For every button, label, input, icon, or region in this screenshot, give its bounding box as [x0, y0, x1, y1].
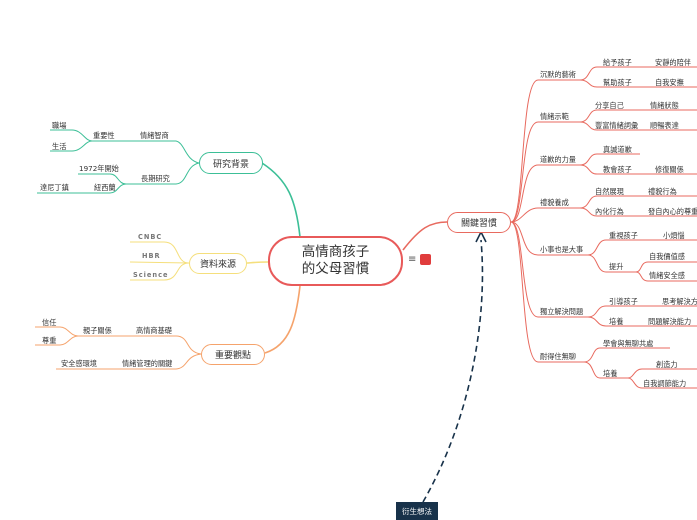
research-longterm[interactable]: 長期研究: [141, 174, 170, 183]
keypoints-leaf-respect[interactable]: 尊重: [42, 336, 57, 345]
research-leaf-nz[interactable]: 紐西蘭: [94, 183, 116, 192]
habit-group-label[interactable]: 道歉的力量: [540, 155, 576, 164]
habit-item[interactable]: 問題解決能力: [648, 317, 692, 326]
habit-item[interactable]: 提升: [609, 262, 624, 271]
habit-group-label[interactable]: 耐得住無聊: [540, 352, 576, 361]
central-topic-line1: 高情商孩子: [301, 244, 370, 260]
source-cnbc[interactable]: CNBC: [138, 233, 163, 241]
habit-item[interactable]: 給予孩子: [603, 58, 632, 67]
habit-item[interactable]: 真誠道歉: [603, 145, 632, 154]
branch-research[interactable]: 研究背景: [199, 152, 263, 174]
habit-item[interactable]: 教會孩子: [603, 165, 632, 174]
habit-group-label[interactable]: 禮貌養成: [540, 198, 569, 207]
habit-item[interactable]: 安靜的陪伴: [655, 58, 691, 67]
habit-item[interactable]: 情緒狀態: [650, 101, 679, 110]
habit-item[interactable]: 重視孩子: [609, 231, 638, 240]
habit-item[interactable]: 自我調節能力: [643, 379, 687, 388]
habit-item[interactable]: 小煩惱: [663, 231, 685, 240]
branch-keypoints[interactable]: 重要觀點: [201, 344, 265, 365]
keypoints-leaf-trust[interactable]: 信任: [42, 318, 57, 327]
floating-topic[interactable]: 衍生想法: [396, 502, 438, 520]
keypoints-foundation[interactable]: 高情商基礎: [136, 326, 172, 335]
habit-item[interactable]: 順暢表達: [650, 121, 679, 130]
keypoints-emotion-key[interactable]: 情緒管理的關鍵: [122, 359, 173, 368]
habit-group-label[interactable]: 情緒示範: [540, 112, 569, 121]
central-topic[interactable]: 高情商孩子 的父母習慣: [268, 236, 403, 286]
keypoints-safe-env[interactable]: 安全感環境: [61, 359, 97, 368]
habit-item[interactable]: 自然展現: [595, 187, 624, 196]
menu-icon[interactable]: ≡: [408, 254, 417, 265]
habit-group-label[interactable]: 小事也是大事: [540, 245, 584, 254]
keypoints-parent-child[interactable]: 親子關係: [83, 326, 112, 335]
habit-group-label[interactable]: 獨立解決問題: [540, 307, 584, 316]
research-leaf-dunedin[interactable]: 達尼丁鎮: [40, 183, 69, 192]
habit-item[interactable]: 修復關係: [655, 165, 684, 174]
habit-item[interactable]: 自我價值感: [649, 252, 685, 261]
habit-item[interactable]: 情緒安全感: [649, 271, 685, 280]
habit-item[interactable]: 自我安撫: [655, 78, 684, 87]
habit-group-label[interactable]: 沉默的藝術: [540, 70, 576, 79]
habit-item[interactable]: 禮貌行為: [648, 187, 677, 196]
research-leaf-1972[interactable]: 1972年開始: [79, 164, 119, 173]
habit-item[interactable]: 幫助孩子: [603, 78, 632, 87]
flag-icon[interactable]: [420, 254, 431, 265]
research-importance[interactable]: 重要性: [93, 131, 115, 140]
central-topic-line2: 的父母習慣: [301, 261, 370, 277]
habit-item[interactable]: 思考解決方: [662, 297, 697, 306]
habit-item[interactable]: 豐富情緒詞彙: [595, 121, 639, 130]
habit-item[interactable]: 引導孩子: [609, 297, 638, 306]
source-hbr[interactable]: HBR: [142, 252, 161, 260]
source-science[interactable]: Science: [133, 271, 169, 279]
habit-item[interactable]: 分享自己: [595, 101, 624, 110]
habit-item[interactable]: 學會與無聊共處: [603, 339, 654, 348]
research-emotional-iq[interactable]: 情緒智商: [140, 131, 169, 140]
habit-item[interactable]: 培養: [603, 369, 618, 378]
habit-item[interactable]: 培養: [609, 317, 624, 326]
research-leaf-workplace[interactable]: 職場: [52, 121, 67, 130]
habit-item[interactable]: 內化行為: [595, 207, 624, 216]
habit-item[interactable]: 發自內心的尊重: [648, 207, 697, 216]
branch-habits[interactable]: 關鍵習慣: [447, 212, 511, 233]
branch-sources[interactable]: 資料來源: [189, 253, 247, 274]
habit-item[interactable]: 創造力: [656, 360, 678, 369]
research-leaf-life[interactable]: 生活: [52, 142, 67, 151]
